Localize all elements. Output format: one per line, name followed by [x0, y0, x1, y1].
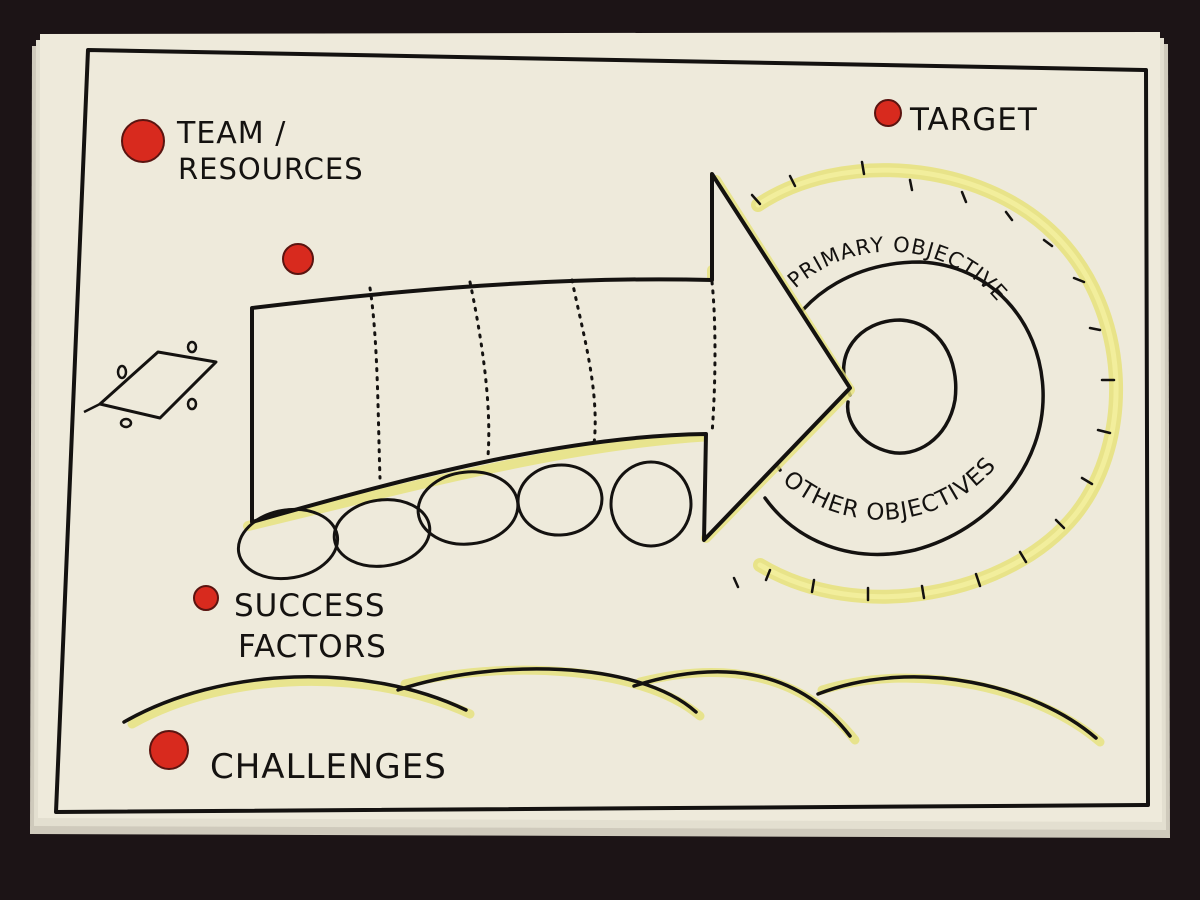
challenges-hills: [122, 667, 1098, 740]
success-label-line2: FACTORS: [238, 629, 387, 665]
success-label-line1: SUCCESS: [234, 588, 386, 624]
target-halo: [751, 163, 1123, 604]
target-inner-ring: [842, 318, 958, 455]
progress-arrow: [250, 172, 852, 542]
target-dot: [874, 99, 902, 127]
team-dot: [121, 119, 165, 163]
team-label-line2: RESOURCES: [178, 152, 364, 186]
frame-border: [54, 48, 1150, 814]
target-label: TARGET: [909, 102, 1038, 138]
success-factor-circles: [236, 460, 693, 581]
team-label-line1: TEAM /: [176, 116, 286, 151]
success-dot: [193, 585, 219, 611]
arrow-dotted-dividers: [368, 278, 717, 480]
meeting-table-icon: [83, 340, 218, 429]
challenges-label: CHALLENGES: [210, 747, 447, 787]
target-halo-ticks: [732, 160, 1116, 602]
arrow-dot: [282, 243, 314, 275]
red-dots: [121, 99, 902, 770]
challenges-dot: [149, 730, 189, 770]
